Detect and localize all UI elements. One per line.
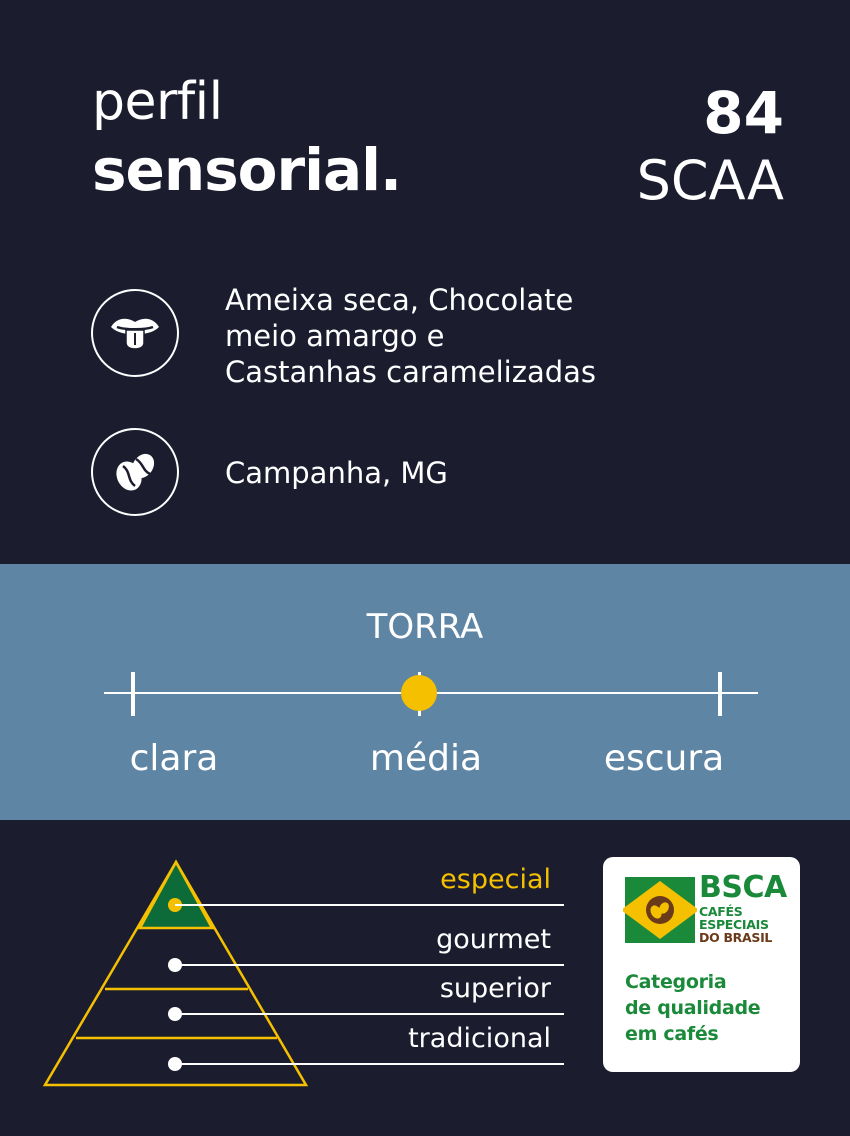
coffee-beans-icon <box>91 428 179 516</box>
brazil-flag-logo-icon <box>623 877 697 943</box>
quality-label-gourmet: gourmet <box>436 924 551 955</box>
roast-indicator-dot <box>401 675 437 711</box>
tasting-note-line: meio amargo e <box>225 319 445 353</box>
title-line-1: perfil <box>92 72 223 132</box>
title-line-2: sensorial. <box>92 136 402 204</box>
tasting-note-line: Castanhas caramelizadas <box>225 355 597 389</box>
score-value: 84 <box>703 79 784 147</box>
roast-label-media: média <box>369 738 483 779</box>
bsca-caption-line: de qualidade <box>625 997 761 1019</box>
quality-line-tradicional <box>175 1063 564 1065</box>
quality-line-especial <box>175 904 564 906</box>
origin-text: Campanha, MG <box>225 456 448 490</box>
bsca-sub-line: DO BRASIL <box>699 930 773 945</box>
pyramid-tier-especial <box>137 859 215 930</box>
score-scale: SCAA <box>636 149 784 212</box>
quality-label-superior: superior <box>439 973 551 1004</box>
quality-pyramid <box>42 859 309 1087</box>
roast-tick-clara <box>131 672 135 716</box>
roast-label-escura: escura <box>603 738 725 779</box>
bsca-caption-line: em cafés <box>625 1023 719 1045</box>
bsca-sub-line: CAFÉS <box>699 904 743 919</box>
quality-label-especial: especial <box>440 864 551 895</box>
bsca-name: BSCA <box>699 870 787 905</box>
bsca-caption: Categoria de qualidade em cafés <box>625 969 795 1047</box>
bsca-caption-line: Categoria <box>625 971 727 993</box>
quality-line-superior <box>175 1013 564 1015</box>
tongue-icon <box>91 289 179 377</box>
roast-tick-escura <box>718 672 722 716</box>
quality-label-tradicional: tradicional <box>408 1023 551 1054</box>
roast-label-clara: clara <box>129 738 219 779</box>
tasting-note-line: Ameixa seca, Chocolate <box>225 283 574 317</box>
tasting-notes: Ameixa seca, Chocolate meio amargo e Cas… <box>225 282 596 390</box>
pyramid-outline <box>42 859 309 1087</box>
bsca-sub-line: ESPECIAIS <box>699 917 769 932</box>
quality-line-gourmet <box>175 964 564 966</box>
roast-title: TORRA <box>366 607 484 647</box>
bsca-badge: BSCA CAFÉS ESPECIAIS DO BRASIL Categoria… <box>603 857 800 1072</box>
